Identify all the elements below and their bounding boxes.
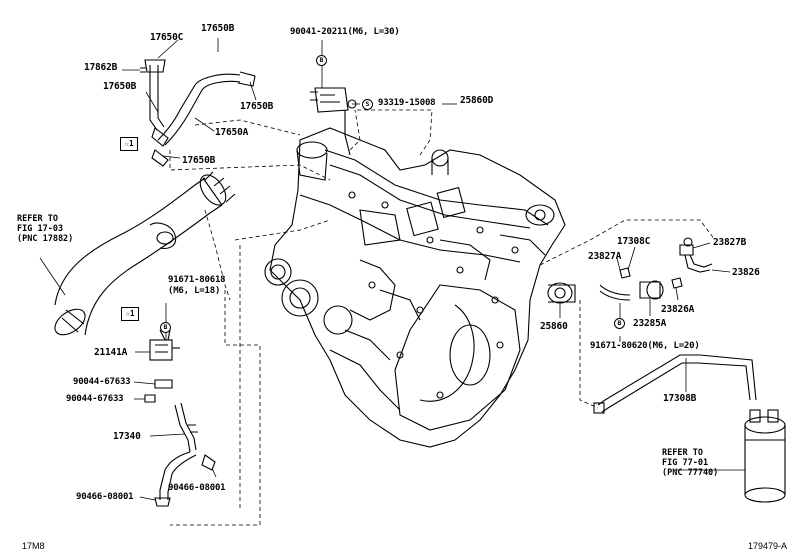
footer-left-code: 17M8 xyxy=(22,541,45,551)
refer-note-right: REFER TO FIG 77-01 (PNC 77740) xyxy=(662,448,719,478)
label-90041: 90041-20211(M6, L=30) xyxy=(290,28,400,37)
label-17308c: 17308C xyxy=(617,236,651,247)
canister-hose xyxy=(593,354,757,414)
label-17650a: 17650A xyxy=(215,127,249,138)
label-23285a: 23285A xyxy=(633,318,667,329)
vsv-21141a xyxy=(144,329,216,507)
dashed-leaders xyxy=(169,109,716,526)
label-90041-spec: (M6, L=30) xyxy=(347,27,400,37)
badge-b-91671-lower: B xyxy=(614,318,625,329)
right-vsv-group xyxy=(547,237,713,304)
badge-b-91671-upper: B xyxy=(160,322,171,333)
label-91671-lower-spec: (M6, L=20) xyxy=(647,341,700,351)
box-mark-upper: ☆1 xyxy=(120,137,138,151)
label-23826: 23826 xyxy=(732,267,760,278)
label-17650b-top: 17650B xyxy=(201,23,235,34)
label-17650b-mid: 17650B xyxy=(240,101,274,112)
box-mark-lower: ☆1 xyxy=(121,307,139,321)
pcv-hose-group xyxy=(140,59,256,167)
label-91671-lower: 91671-80620(M6, L=20) xyxy=(590,342,700,351)
label-17340: 17340 xyxy=(113,431,141,442)
footer-right-code: 179479-A xyxy=(748,541,788,551)
label-23827a: 23827A xyxy=(588,251,622,262)
badge-s-93319: S xyxy=(362,99,373,110)
badge-b-90041: B xyxy=(316,55,327,66)
label-91671-lower-number: 91671-80620 xyxy=(590,341,648,351)
label-91671-upper: 91671-80618 xyxy=(168,275,226,285)
label-93319: 93319-15008 xyxy=(378,98,436,108)
label-17650b-left: 17650B xyxy=(103,81,137,92)
charcoal-canister xyxy=(744,409,786,503)
label-90044-a: 90044-67633 xyxy=(73,377,131,387)
label-17308b: 17308B xyxy=(663,393,697,404)
label-25860: 25860 xyxy=(540,321,568,332)
label-17862b: 17862B xyxy=(84,62,118,73)
label-17650c: 17650C xyxy=(150,32,184,43)
label-23827b: 23827B xyxy=(713,237,747,248)
refer-note-left: REFER TO FIG 17-03 (PNC 17882) xyxy=(17,214,74,244)
label-17650b-low: 17650B xyxy=(182,155,216,166)
label-91671-upper-spec: (M6, L=18) xyxy=(168,286,221,296)
vsv-25860d xyxy=(310,87,357,156)
label-90041-number: 90041-20211 xyxy=(290,27,348,37)
air-intake-hose xyxy=(54,171,236,336)
label-90466-right: 90466-08001 xyxy=(168,483,226,493)
label-25860d: 25860D xyxy=(460,95,494,106)
label-90044-b: 90044-67633 xyxy=(66,394,124,404)
label-21141a: 21141A xyxy=(94,347,128,358)
engine-illustration xyxy=(264,127,566,448)
label-23826a: 23826A xyxy=(661,304,695,315)
label-90466-left: 90466-08001 xyxy=(76,492,134,502)
